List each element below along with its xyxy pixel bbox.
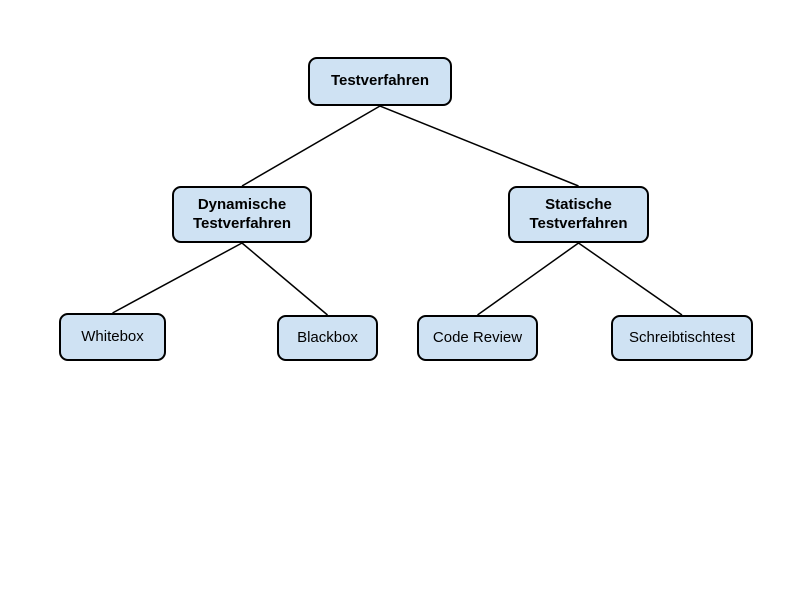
node-whitebox-label: Whitebox bbox=[81, 327, 144, 345]
node-dynamische-testverfahren: Dynamische Testverfahren bbox=[172, 186, 312, 243]
node-code-review-label: Code Review bbox=[432, 328, 523, 346]
node-blackbox: Blackbox bbox=[277, 315, 378, 361]
node-dynamische-testverfahren-label: Dynamische Testverfahren bbox=[192, 195, 292, 232]
node-whitebox: Whitebox bbox=[59, 313, 166, 361]
node-testverfahren-label: Testverfahren bbox=[330, 72, 430, 90]
node-schreibtischtest-label: Schreibtischtest bbox=[629, 328, 735, 346]
node-blackbox-label: Blackbox bbox=[297, 328, 358, 346]
node-schreibtischtest: Schreibtischtest bbox=[611, 315, 753, 361]
node-code-review: Code Review bbox=[417, 315, 538, 361]
node-statische-testverfahren-label: Statische Testverfahren bbox=[529, 195, 628, 232]
node-testverfahren: Testverfahren bbox=[308, 57, 452, 106]
node-statische-testverfahren: Statische Testverfahren bbox=[508, 186, 649, 243]
